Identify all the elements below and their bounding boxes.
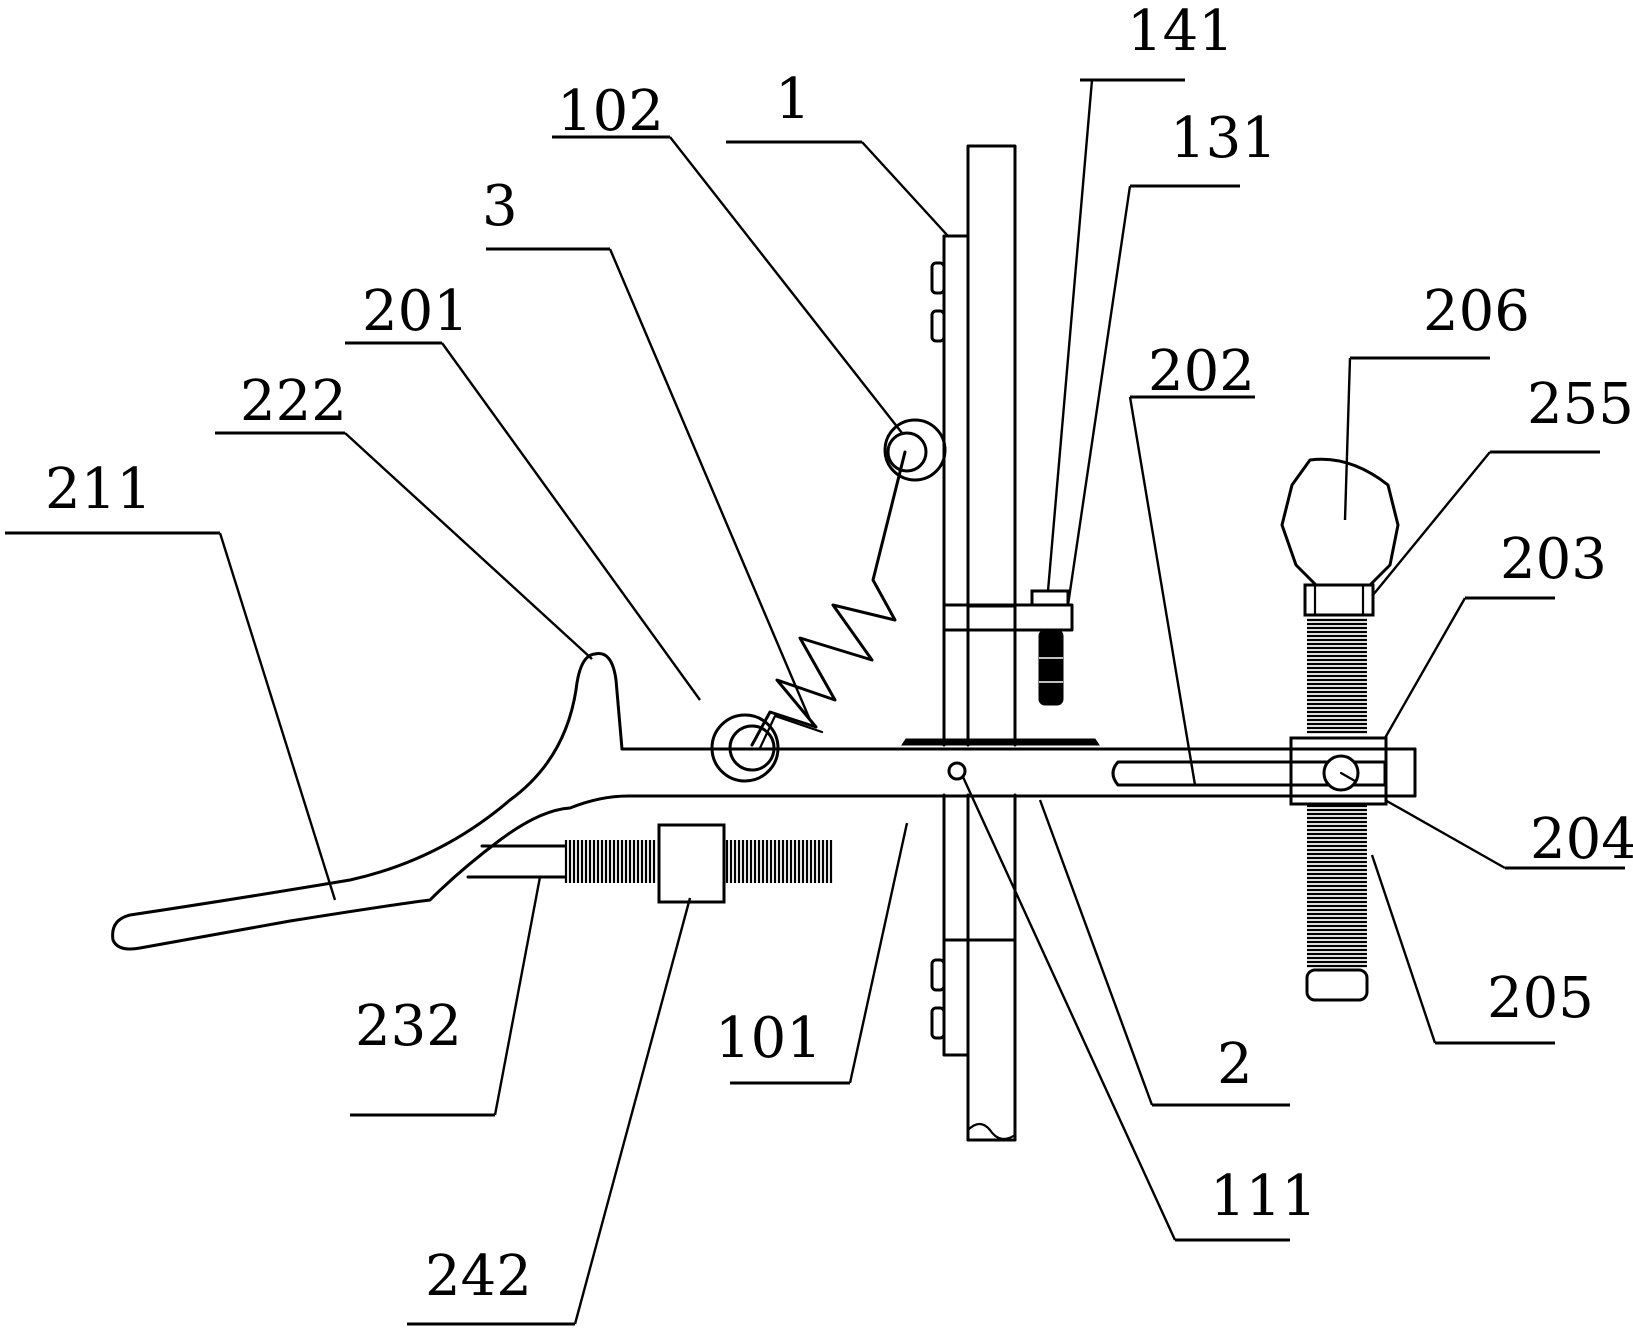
label-203: 203 <box>1500 527 1607 592</box>
spring-assembly <box>710 418 947 783</box>
label-101: 101 <box>715 1006 822 1071</box>
mounting-plate <box>901 144 1100 1142</box>
label-111: 111 <box>1210 1164 1317 1229</box>
label-222: 222 <box>240 369 347 434</box>
knob-assembly <box>1280 457 1417 1002</box>
leader-lines <box>5 78 1625 1326</box>
label-255: 255 <box>1527 372 1633 437</box>
label-202: 202 <box>1148 339 1255 404</box>
label-211: 211 <box>45 457 152 522</box>
lower-screw <box>466 823 833 904</box>
label-131: 131 <box>1170 106 1277 171</box>
part-labels: 1 2 3 101 102 111 131 141 201 202 203 20… <box>45 0 1633 1309</box>
bracket-bolt <box>1030 589 1070 706</box>
label-102: 102 <box>557 79 664 144</box>
label-2: 2 <box>1217 1032 1253 1097</box>
label-242: 242 <box>425 1244 532 1309</box>
label-141: 141 <box>1127 0 1234 64</box>
label-204: 204 <box>1530 807 1633 872</box>
label-232: 232 <box>355 994 462 1059</box>
label-206: 206 <box>1423 279 1530 344</box>
label-3: 3 <box>482 174 518 239</box>
label-1: 1 <box>775 67 811 132</box>
label-205: 205 <box>1487 966 1594 1031</box>
handle <box>111 652 630 951</box>
label-201: 201 <box>362 279 469 344</box>
